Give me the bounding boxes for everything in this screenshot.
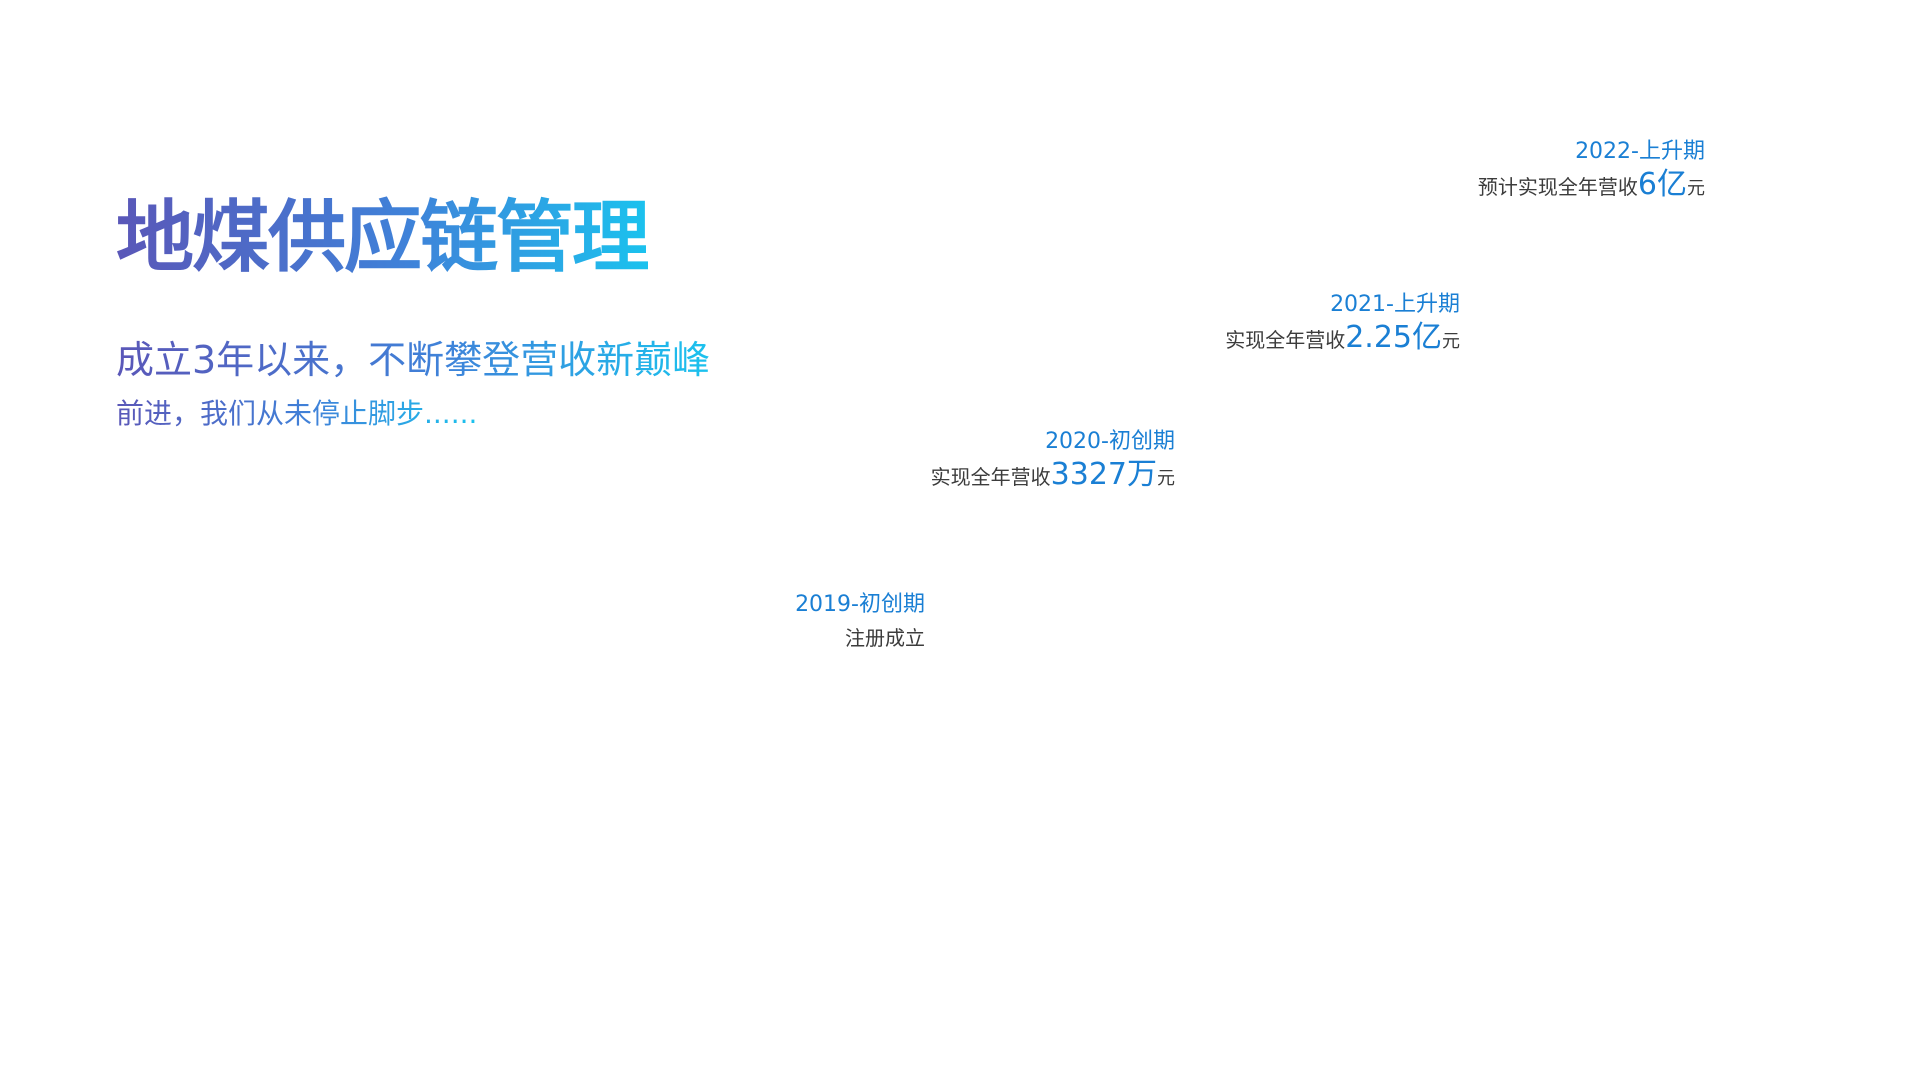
milestone-desc-text: 实现全年营收 bbox=[930, 465, 1051, 489]
subtitle-line-2: 前进，我们从未停止脚步...... bbox=[116, 397, 478, 430]
milestone-amount: 3327万 bbox=[1050, 457, 1157, 492]
milestone-2021: 2021-上升期 实现全年营收2.25亿元 bbox=[1225, 290, 1460, 360]
milestone-amount: 2.25亿 bbox=[1345, 320, 1442, 355]
milestone-phase: 2019-初创期 bbox=[795, 592, 925, 617]
milestone-description: 实现全年营收2.25亿元 bbox=[1225, 320, 1460, 360]
milestone-description: 实现全年营收3327万元 bbox=[931, 457, 1175, 497]
milestone-amount: 6亿 bbox=[1637, 167, 1687, 202]
milestone-phase: 2021-上升期 bbox=[1330, 292, 1460, 317]
milestone-description: 预计实现全年营收6亿元 bbox=[1478, 167, 1705, 207]
milestone-unit: 元 bbox=[1687, 178, 1705, 199]
milestone-desc-text: 注册成立 bbox=[845, 626, 925, 650]
milestone-phase: 2020-初创期 bbox=[1045, 429, 1175, 454]
milestone-description: 注册成立 bbox=[795, 620, 925, 656]
milestone-2020: 2020-初创期 实现全年营收3327万元 bbox=[931, 427, 1175, 497]
milestone-2019: 2019-初创期 注册成立 bbox=[795, 590, 925, 656]
milestone-desc-text: 实现全年营收 bbox=[1225, 328, 1346, 352]
milestone-desc-text: 预计实现全年营收 bbox=[1477, 175, 1638, 199]
page-title: 地煤供应链管理 bbox=[116, 190, 650, 286]
subtitle-line-1: 成立3年以来，不断攀登营收新巅峰 bbox=[116, 338, 711, 382]
milestone-2022: 2022-上升期 预计实现全年营收6亿元 bbox=[1478, 137, 1705, 207]
milestone-phase: 2022-上升期 bbox=[1575, 139, 1705, 164]
milestone-unit: 元 bbox=[1442, 331, 1460, 352]
milestone-unit: 元 bbox=[1157, 468, 1175, 489]
